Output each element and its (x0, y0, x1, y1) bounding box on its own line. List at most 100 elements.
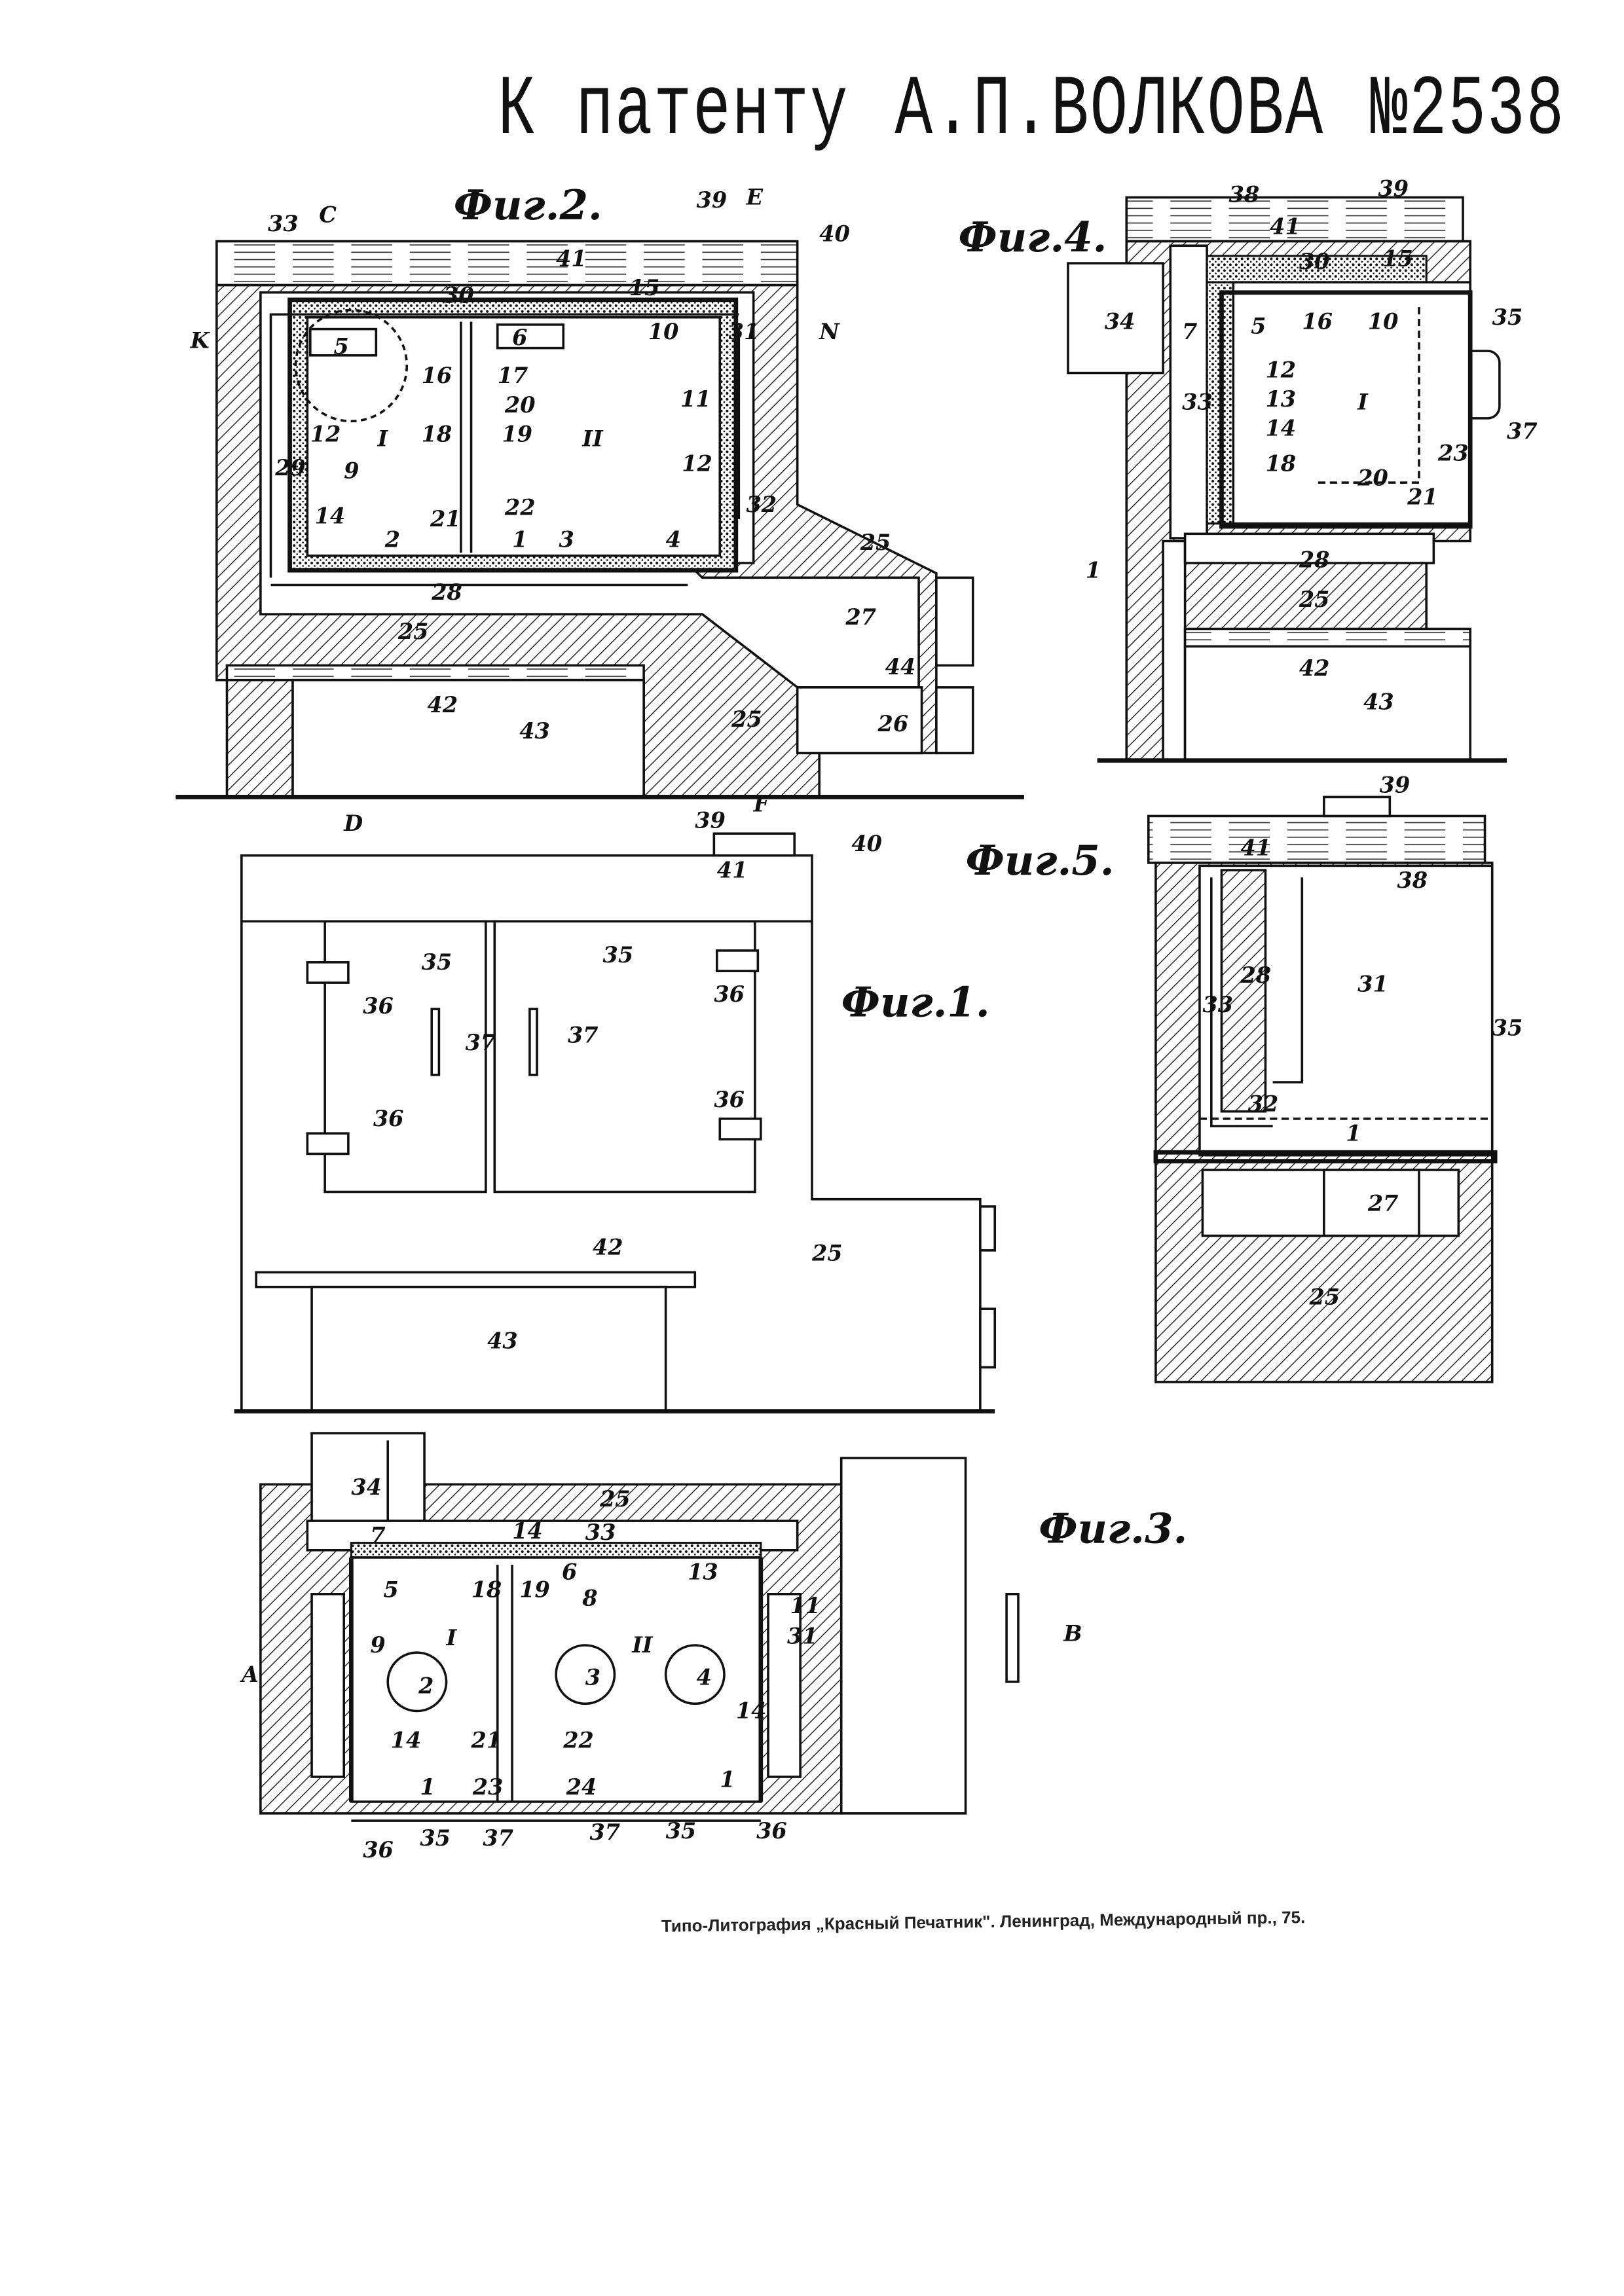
fig2-reference-label: 39 (697, 187, 728, 213)
fig3-reference-label: 11 (790, 1593, 821, 1618)
fig4-title: Фиг.4. (958, 213, 1107, 261)
fig3-reference-label: 35 (420, 1825, 451, 1851)
fig4-reference-label: 21 (1407, 484, 1438, 510)
fig2-reference-label: 5 (334, 334, 349, 359)
fig2-reference-label: K (190, 328, 211, 354)
fig3-reference-label: 4 (697, 1664, 712, 1690)
fig2-reference-label: 42 (428, 692, 458, 718)
fig4-reference-label: 13 (1265, 386, 1296, 412)
fig5-reference-label: 31 (1357, 971, 1388, 996)
lid-41 (215, 240, 799, 287)
fig4-reference-label: 35 (1492, 304, 1523, 330)
fig2-reference-label: 3 (559, 526, 574, 552)
fig2-reference-label: 15 (629, 275, 660, 301)
fig2-reference-label: 2 (384, 526, 400, 552)
fig2-reference-label: 9 (344, 458, 359, 483)
figure-5 (1147, 795, 1498, 1383)
fig1-reference-label: 25 (811, 1240, 843, 1266)
fig1-reference-label: 39 (695, 807, 726, 833)
patent-prefix: К патенту (498, 62, 849, 159)
fig3-reference-label: A (240, 1662, 259, 1687)
fig1-reference-label: 42 (593, 1235, 623, 1260)
fig3-reference-label: 33 (585, 1520, 616, 1545)
fig2-reference-label: 6 (512, 325, 527, 350)
fig3-reference-label: 22 (563, 1727, 594, 1753)
fig3-reference-label: 23 (472, 1774, 504, 1800)
fig2-title: Фиг.2. (454, 181, 602, 229)
shelf-42 (225, 664, 645, 682)
fig2-reference-label: F (753, 792, 771, 817)
fig1-reference-label: 36 (373, 1106, 404, 1131)
fig2-reference-label: 44 (885, 654, 916, 680)
fig5-title: Фиг.5. (966, 836, 1115, 884)
fig5-reference-label: 27 (1367, 1191, 1399, 1216)
fig2-reference-label: C (319, 202, 337, 228)
fig2-reference-label: 19 (502, 422, 532, 447)
fig3-reference-label: 5 (384, 1576, 399, 1602)
fig3-reference-label: 25 (599, 1486, 631, 1512)
fig1-title: Фиг.1. (841, 977, 990, 1026)
patent-number: №2538 (1370, 62, 1566, 159)
fig1-reference-label: 43 (487, 1328, 518, 1354)
fig4-reference-label: 14 (1265, 416, 1296, 441)
fig2-reference-label: 29 (274, 455, 306, 481)
fig2-reference-label: 30 (443, 282, 474, 308)
fig4-reference-label: 15 (1382, 246, 1413, 272)
fig3-reference-label: 14 (512, 1518, 543, 1544)
fig2-reference-label: 11 (680, 386, 711, 412)
fig2-reference-label: 25 (731, 706, 762, 732)
fig2-reference-label: 12 (310, 422, 341, 447)
fig4-reference-label: 16 (1302, 309, 1333, 335)
fig3-title: Фиг.3. (1039, 1504, 1187, 1553)
fig4-reference-label: 34 (1105, 309, 1135, 335)
pipe-28 (1220, 869, 1267, 1113)
fig2-reference-label: E (745, 185, 763, 210)
fig4-reference-label: 20 (1357, 465, 1388, 491)
fig2-reference-label: 33 (268, 211, 299, 236)
fig3-reference-label: 18 (471, 1576, 502, 1602)
fig4-reference-label: 28 (1299, 547, 1330, 573)
fig3-reference-label: 24 (566, 1774, 597, 1800)
fig1-reference-label: 37 (466, 1030, 496, 1055)
fig4-reference-label: 23 (1437, 441, 1469, 466)
fig4-reference-label: 39 (1378, 175, 1409, 201)
fig4-reference-label: 30 (1299, 249, 1330, 274)
fig2-reference-label: 16 (422, 363, 452, 388)
fig2-reference-label: 40 (819, 221, 850, 247)
fig5-reference-label: 32 (1248, 1091, 1279, 1117)
fig2-reference-label: 27 (845, 604, 876, 630)
figure-3 (259, 1432, 1020, 1822)
fig3-reference-label: 1 (720, 1767, 735, 1793)
fig4-reference-label: 12 (1265, 357, 1296, 382)
lid-41 (1147, 814, 1486, 864)
fig4-reference-label: I (1357, 389, 1369, 414)
fig2-reference-label: 18 (422, 422, 452, 447)
ash-pit-26 (796, 686, 923, 755)
fig3-reference-label: 13 (688, 1559, 718, 1584)
fig2-reference-label: 41 (556, 246, 587, 272)
fig3-reference-label: 2 (418, 1673, 434, 1699)
fig3-reference-label: 1 (420, 1774, 435, 1800)
fig3-reference-label: 37 (483, 1825, 513, 1851)
shelf-42 (255, 1271, 697, 1288)
flue-pipe-34 (1067, 262, 1164, 374)
figure-4 (1067, 196, 1507, 763)
fig5-reference-label: 25 (1308, 1285, 1340, 1310)
fig2-reference-label: 25 (860, 530, 891, 555)
fig2-reference-label: N (819, 319, 840, 344)
fig3-reference-label: II (631, 1632, 654, 1658)
patent-author: А.П.ВОЛКОВА (895, 62, 1325, 159)
fig2-reference-label: 17 (498, 363, 528, 388)
oven-chamber (306, 316, 722, 557)
fig2-reference-label: II (581, 426, 604, 451)
fig4-reference-label: 5 (1251, 313, 1266, 338)
fig5-reference-label: 41 (1240, 835, 1271, 861)
oven-chamber (1232, 281, 1471, 525)
fig3-reference-label: 36 (756, 1818, 787, 1844)
fig4-reference-label: 10 (1368, 309, 1399, 335)
fig4-reference-label: 18 (1265, 450, 1296, 476)
fig5-reference-label: 28 (1240, 962, 1271, 988)
fig4-reference-label: 1 (1086, 557, 1101, 583)
fig2-reference-label: 20 (504, 392, 536, 418)
fig2-reference-label: I (377, 426, 389, 451)
